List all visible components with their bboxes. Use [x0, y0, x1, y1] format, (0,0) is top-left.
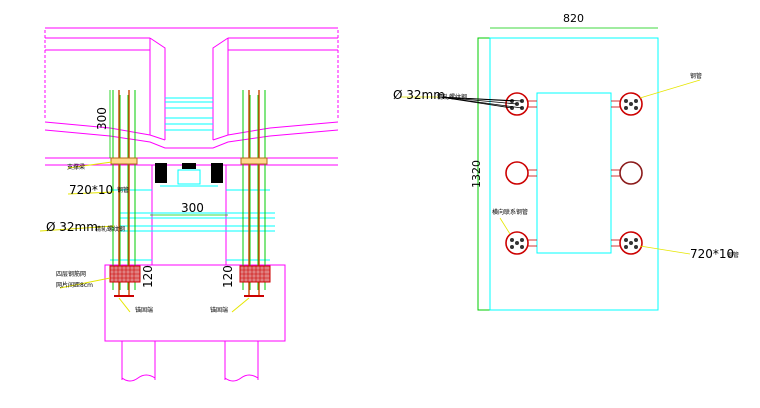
label-steel-pipe: 720*10 [69, 183, 113, 197]
rebar-mesh-left [109, 265, 141, 283]
label-anchor-left: 锚固端 [135, 306, 153, 314]
dim-embed-right: 120 [221, 265, 235, 288]
plan-pier-outline [489, 37, 659, 311]
plan-label-pipe: 钢管 [690, 72, 702, 80]
label-rod-cn: 精轧螺纹钢 [95, 225, 125, 233]
left-elevation-view: 300 300 120 120 支撑梁 720*10 钢管 Ø 32mm 精轧螺… [39, 27, 339, 382]
label-support-beam: 支撑梁 [67, 163, 85, 171]
pier-body [104, 165, 286, 382]
threaded-rods-left [118, 90, 130, 296]
label-rod-prefix: Ø 32mm [46, 220, 98, 234]
girder-outline [44, 27, 339, 166]
plan-pipe-bottom-left [505, 231, 529, 255]
dimension-spacing: 300 [150, 201, 228, 216]
plan-pipe-mid-right [619, 161, 643, 185]
plan-braces [528, 100, 620, 247]
bearing-block [160, 97, 218, 187]
left-leaders [39, 161, 250, 313]
plan-dim-height: 1320 [470, 160, 483, 188]
label-steel-pipe-cn: 钢管 [117, 186, 129, 194]
steel-pipe-right [242, 90, 266, 290]
dimension-height-top: 300 [95, 90, 111, 158]
plan-leaders [400, 79, 701, 255]
label-anchor-right: 锚固端 [210, 306, 228, 314]
plan-label-rod-cn: 精轧螺纹钢 [437, 93, 467, 101]
label-sleeve-line1: 四层钢筋网 [56, 270, 86, 278]
right-plan-view: 820 1320 [393, 12, 739, 311]
plan-label-bracing: 横向联系钢管 [492, 208, 528, 216]
plan-central-column [536, 92, 612, 254]
steel-pipe-left [112, 90, 136, 290]
plan-label-pipe-dim-cn: 钢管 [727, 251, 739, 259]
pipe-caps [110, 157, 268, 165]
dim-height-top-text: 300 [95, 107, 109, 130]
threaded-rods-right [248, 90, 260, 296]
plan-pipe-top-right [619, 92, 643, 116]
plan-label-pipe-dim: 720*10 [690, 247, 734, 261]
plan-pipe-mid-left [505, 161, 529, 185]
plan-label-rod-prefix: Ø 32mm [393, 88, 445, 102]
bearing-pads [155, 163, 223, 183]
dim-spacing-text: 300 [181, 201, 204, 215]
plan-dim-width: 820 [563, 12, 584, 25]
dim-embed-left: 120 [141, 265, 155, 288]
plan-pipe-bottom-right [619, 231, 643, 255]
label-sleeve-line2: 网片间距8cm [56, 281, 93, 289]
rebar-mesh-right [239, 265, 271, 283]
